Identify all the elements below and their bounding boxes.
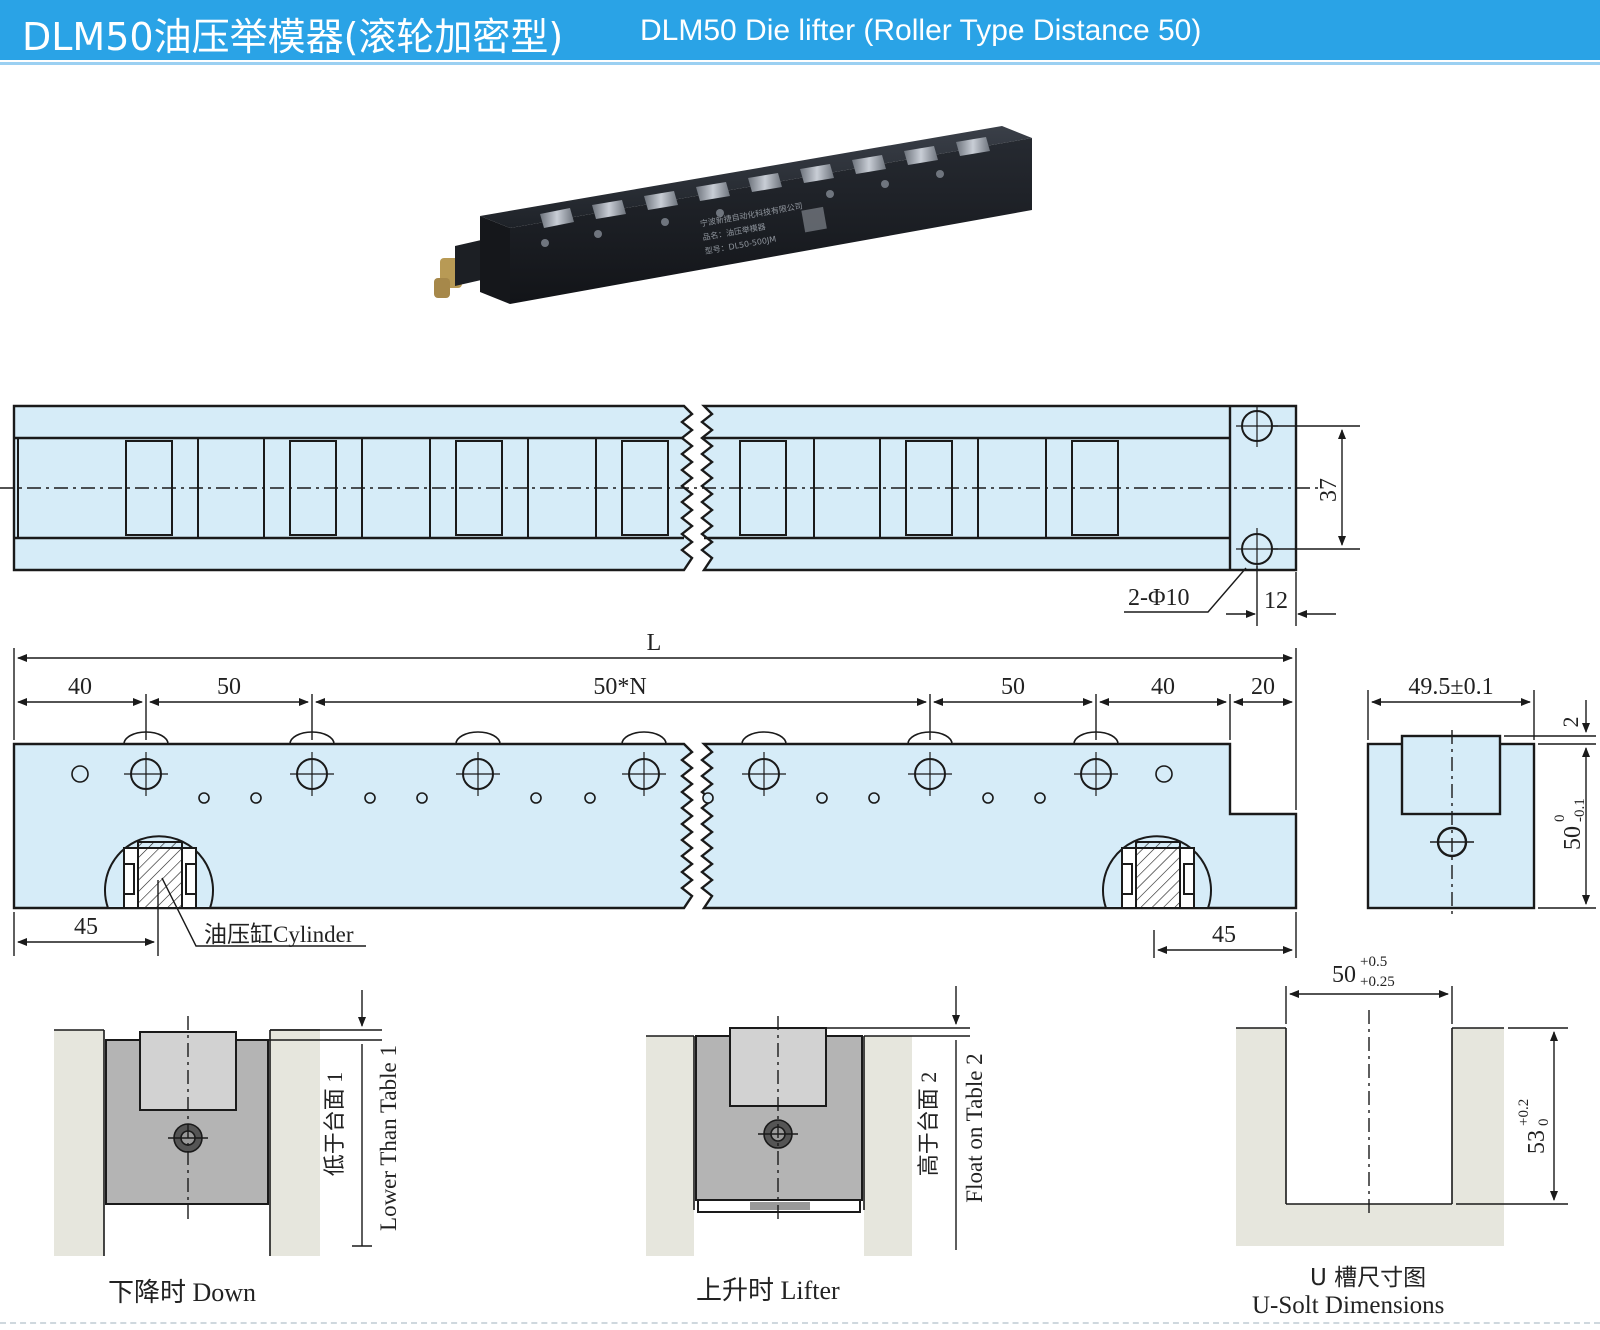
side-view-small-holes <box>71 765 1173 804</box>
down-dim-text: 低于台面 1 <box>322 1072 347 1177</box>
svg-text:+0.2: +0.2 <box>1516 1099 1532 1126</box>
dim-seg-5: 40 <box>1151 674 1175 700</box>
svg-text:0: 0 <box>1536 1119 1552 1127</box>
banner-underline <box>0 62 1600 65</box>
title-banner <box>0 0 1600 60</box>
section-view <box>1366 734 1536 910</box>
uslot-width-dim: 50 +0.5 +0.25 <box>1332 954 1395 990</box>
uslot-caption-en: U-Solt Dimensions <box>1252 1292 1445 1319</box>
svg-text:Float on Table 2: Float on Table 2 <box>962 1053 987 1202</box>
mounting-holes <box>1236 405 1278 570</box>
uslot-depth-dim: 53 +0.2 0 <box>1516 1099 1552 1154</box>
cylinder-label: 油压缸Cylinder <box>204 922 354 947</box>
lift-dim-text-en: Float on Table 2 <box>962 1053 987 1202</box>
title-english: DLM50 Die lifter (Roller Type Distance 5… <box>640 14 1202 47</box>
cylinder-right <box>1102 835 1212 909</box>
rollers <box>540 137 990 228</box>
side-view-roller-bumps <box>123 731 1119 745</box>
dim-37: 37 <box>1316 478 1342 502</box>
bottom-divider <box>0 1322 1600 1324</box>
svg-text:0: 0 <box>1552 815 1568 823</box>
dim-seg-4: 50 <box>1001 674 1025 700</box>
side-view-dimensions <box>13 648 1297 958</box>
svg-text:高于台面 2: 高于台面 2 <box>916 1072 941 1177</box>
dim-L: L <box>647 630 662 656</box>
svg-text:50: 50 <box>1332 962 1356 988</box>
dim-seg-6: 20 <box>1251 674 1275 700</box>
dim-seg-2: 50 <box>217 674 241 700</box>
section-top-gap: 2 <box>1558 717 1583 728</box>
dim-bottom-right: 45 <box>1212 922 1236 948</box>
svg-text:低于台面 1: 低于台面 1 <box>322 1072 347 1177</box>
svg-text:50: 50 <box>1560 826 1586 850</box>
hole-label: 2-Φ10 <box>1128 585 1190 611</box>
section-view-dimensions <box>1367 690 1596 915</box>
side-view-axle-crosses <box>124 752 1118 796</box>
cylinder-left <box>104 835 214 909</box>
down-dim-text-en: Lower Than Table 1 <box>376 1045 401 1231</box>
section-width: 49.5±0.1 <box>1408 674 1493 700</box>
uslot-view <box>1236 986 1568 1246</box>
svg-text:+0.25: +0.25 <box>1360 974 1395 990</box>
lift-caption: 上升时 Lifter <box>696 1276 840 1305</box>
product-photo: 宁波新捷自动化科技有限公司 品名：油压举模器 型号：DL50-500JM <box>434 126 1032 304</box>
svg-text:53: 53 <box>1524 1130 1550 1154</box>
svg-text:+0.5: +0.5 <box>1360 954 1387 970</box>
dim-12: 12 <box>1264 588 1288 614</box>
svg-text:-0.1: -0.1 <box>1572 798 1588 822</box>
dim-seg-3: 50*N <box>593 674 646 700</box>
down-view <box>54 990 382 1256</box>
top-view-dimensions <box>1124 425 1360 626</box>
lift-dim-text: 高于台面 2 <box>916 1072 941 1177</box>
uslot-caption-cn: U 槽尺寸图 <box>1310 1265 1427 1291</box>
title-chinese: DLM50油压举模器(滚轮加密型) <box>22 15 564 59</box>
dim-seg-1: 40 <box>68 674 92 700</box>
lift-view <box>646 986 970 1256</box>
svg-text:Lower Than Table 1: Lower Than Table 1 <box>376 1045 401 1231</box>
section-height-dim: 50 0 -0.1 <box>1552 798 1588 850</box>
down-caption: 下降时 Down <box>108 1278 257 1307</box>
dim-bottom-left: 45 <box>74 914 98 940</box>
